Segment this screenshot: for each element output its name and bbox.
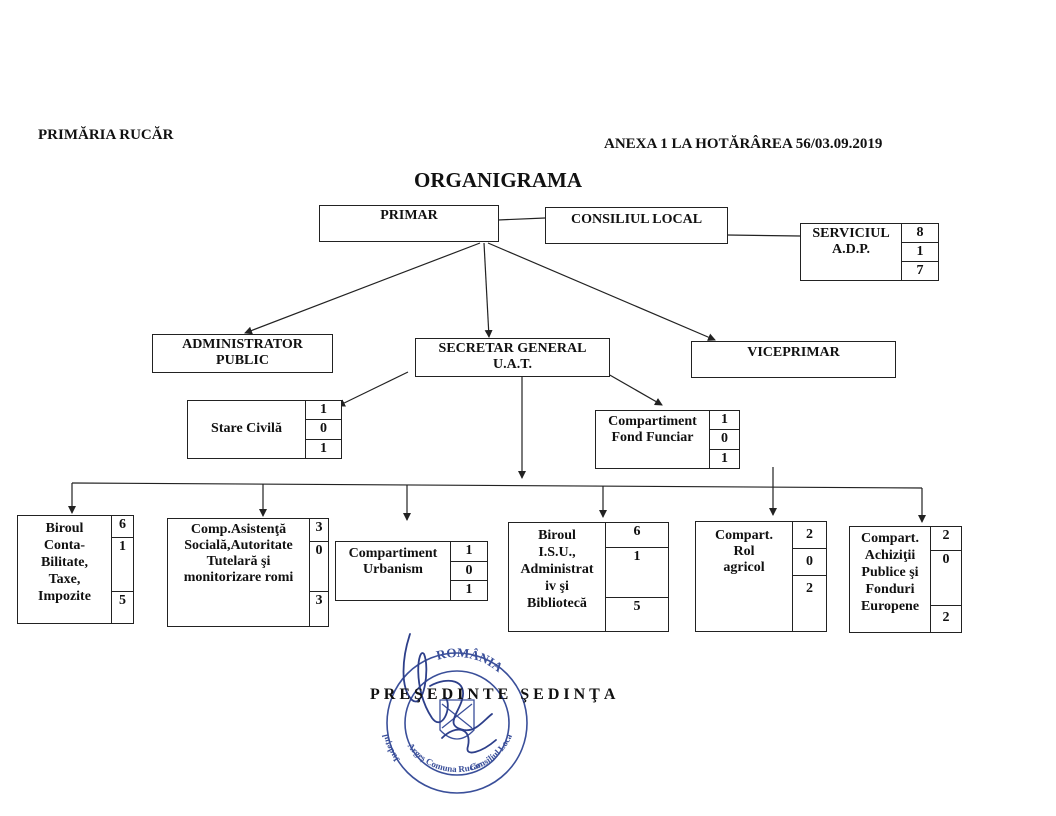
biroul-contabilitate-counts: 6 1 5 <box>111 516 133 623</box>
box-biroul-contabilitate-label: Biroul Conta- Bilitate, Taxe, Impozite <box>38 521 91 604</box>
box-biroul-isu: Biroul I.S.U., Administrat iv şi Bibliot… <box>508 522 669 632</box>
box-consiliul-local: CONSILIUL LOCAL <box>545 207 728 244</box>
signature-scribble <box>402 633 497 754</box>
count-cell: 5 <box>119 593 126 608</box>
page-title: ORGANIGRAMA <box>414 168 582 192</box>
box-viceprimar-label: VICEPRIMAR <box>747 345 840 360</box>
box-biroul-contabilitate: Biroul Conta- Bilitate, Taxe, Impozite 6… <box>17 515 134 624</box>
box-urbanism-label: Compartiment Urbanism <box>348 546 438 577</box>
count-cell: 1 <box>320 440 327 456</box>
box-stare-civila: Stare Civilă 1 0 1 <box>187 400 342 459</box>
svg-text:ROMÂNIA: ROMÂNIA <box>435 645 507 675</box>
box-achizitii-publice: Compart. Achiziţii Publice şi Fonduri Eu… <box>849 526 962 633</box>
box-fond-funciar: Compartiment Fond Funciar 1 0 1 <box>595 410 740 469</box>
seal-left-text: Județul <box>380 733 402 765</box>
box-asistenta-sociala: Comp.Asistenţă Socială,Autoritate Tutela… <box>167 518 329 627</box>
count-cell: 1 <box>710 411 739 431</box>
count-cell: 2 <box>806 581 813 596</box>
box-biroul-isu-label: Biroul I.S.U., Administrat iv şi Bibliot… <box>520 528 594 611</box>
fond-funciar-counts: 1 0 1 <box>709 411 739 468</box>
stare-civila-counts: 1 0 1 <box>305 401 341 458</box>
urbanism-counts: 1 0 1 <box>450 542 487 600</box>
count-cell: 1 <box>465 582 473 598</box>
official-seal: ROMÂNIA Argeș Comuna Rucăr Consiliul Loc… <box>372 628 528 794</box>
count-cell: 8 <box>902 224 938 243</box>
header-left: PRIMĂRIA RUCĂR <box>38 127 174 143</box>
count-cell: 0 <box>310 542 328 592</box>
count-cell: 3 <box>310 519 328 542</box>
count-cell: 0 <box>306 420 341 440</box>
biroul-isu-counts: 6 1 5 <box>605 523 668 631</box>
header-right: ANEXA 1 LA HOTĂRÂREA 56/03.09.2019 <box>604 136 883 152</box>
count-cell: 7 <box>916 263 924 278</box>
count-cell: 0 <box>451 562 487 582</box>
box-rol-agricol: Compart. Rol agricol 2 0 2 <box>695 521 827 632</box>
box-consiliul-local-label: CONSILIUL LOCAL <box>570 212 703 227</box>
count-cell: 0 <box>710 430 739 450</box>
box-administrator-public: ADMINISTRATOR PUBLIC <box>152 334 333 373</box>
count-cell: 1 <box>451 542 487 562</box>
count-cell: 1 <box>902 243 938 262</box>
box-rol-agricol-label: Compart. Rol agricol <box>715 528 773 575</box>
seal-top-text: ROMÂNIA <box>435 645 507 675</box>
asistenta-sociala-counts: 3 0 3 <box>309 519 328 626</box>
box-serviciul-adp: SERVICIUL A.D.P. 8 1 7 <box>800 223 939 281</box>
serviciul-adp-counts: 8 1 7 <box>901 224 938 280</box>
count-cell: 6 <box>112 516 133 538</box>
rol-agricol-counts: 2 0 2 <box>792 522 826 631</box>
count-cell: 6 <box>606 523 668 548</box>
count-cell: 3 <box>315 593 323 608</box>
box-primar-label: PRIMAR <box>380 208 438 223</box>
count-cell: 2 <box>793 522 826 549</box>
box-primar: PRIMAR <box>319 205 499 242</box>
count-cell: 2 <box>931 527 961 551</box>
achizitii-publice-counts: 2 0 2 <box>930 527 961 632</box>
box-viceprimar: VICEPRIMAR <box>691 341 896 378</box>
coat-of-arms-icon <box>439 699 475 740</box>
count-cell: 1 <box>721 450 728 466</box>
box-achizitii-publice-label: Compart. Achiziţii Publice şi Fonduri Eu… <box>860 531 920 614</box>
box-secretar-general: SECRETAR GENERAL U.A.T. <box>415 338 610 377</box>
count-cell: 0 <box>931 551 961 606</box>
box-serviciul-adp-label: SERVICIUL A.D.P. <box>812 226 890 257</box>
box-secretar-general-label: SECRETAR GENERAL U.A.T. <box>438 341 587 372</box>
count-cell: 1 <box>112 538 133 592</box>
footer-signature-label: PREŞEDINTE ŞEDINŢA <box>370 686 620 703</box>
count-cell: 2 <box>942 610 950 625</box>
box-urbanism: Compartiment Urbanism 1 0 1 <box>335 541 488 601</box>
box-fond-funciar-label: Compartiment Fond Funciar <box>608 414 697 445</box>
box-stare-civila-label: Stare Civilă <box>211 421 282 436</box>
count-cell: 1 <box>606 548 668 598</box>
count-cell: 0 <box>793 549 826 576</box>
count-cell: 1 <box>306 401 341 421</box>
svg-text:Județul: Județul <box>380 733 402 765</box>
count-cell: 5 <box>633 599 641 614</box>
box-asistenta-sociala-label: Comp.Asistenţă Socială,Autoritate Tutela… <box>183 522 294 585</box>
box-administrator-public-label: ADMINISTRATOR PUBLIC <box>182 337 303 368</box>
